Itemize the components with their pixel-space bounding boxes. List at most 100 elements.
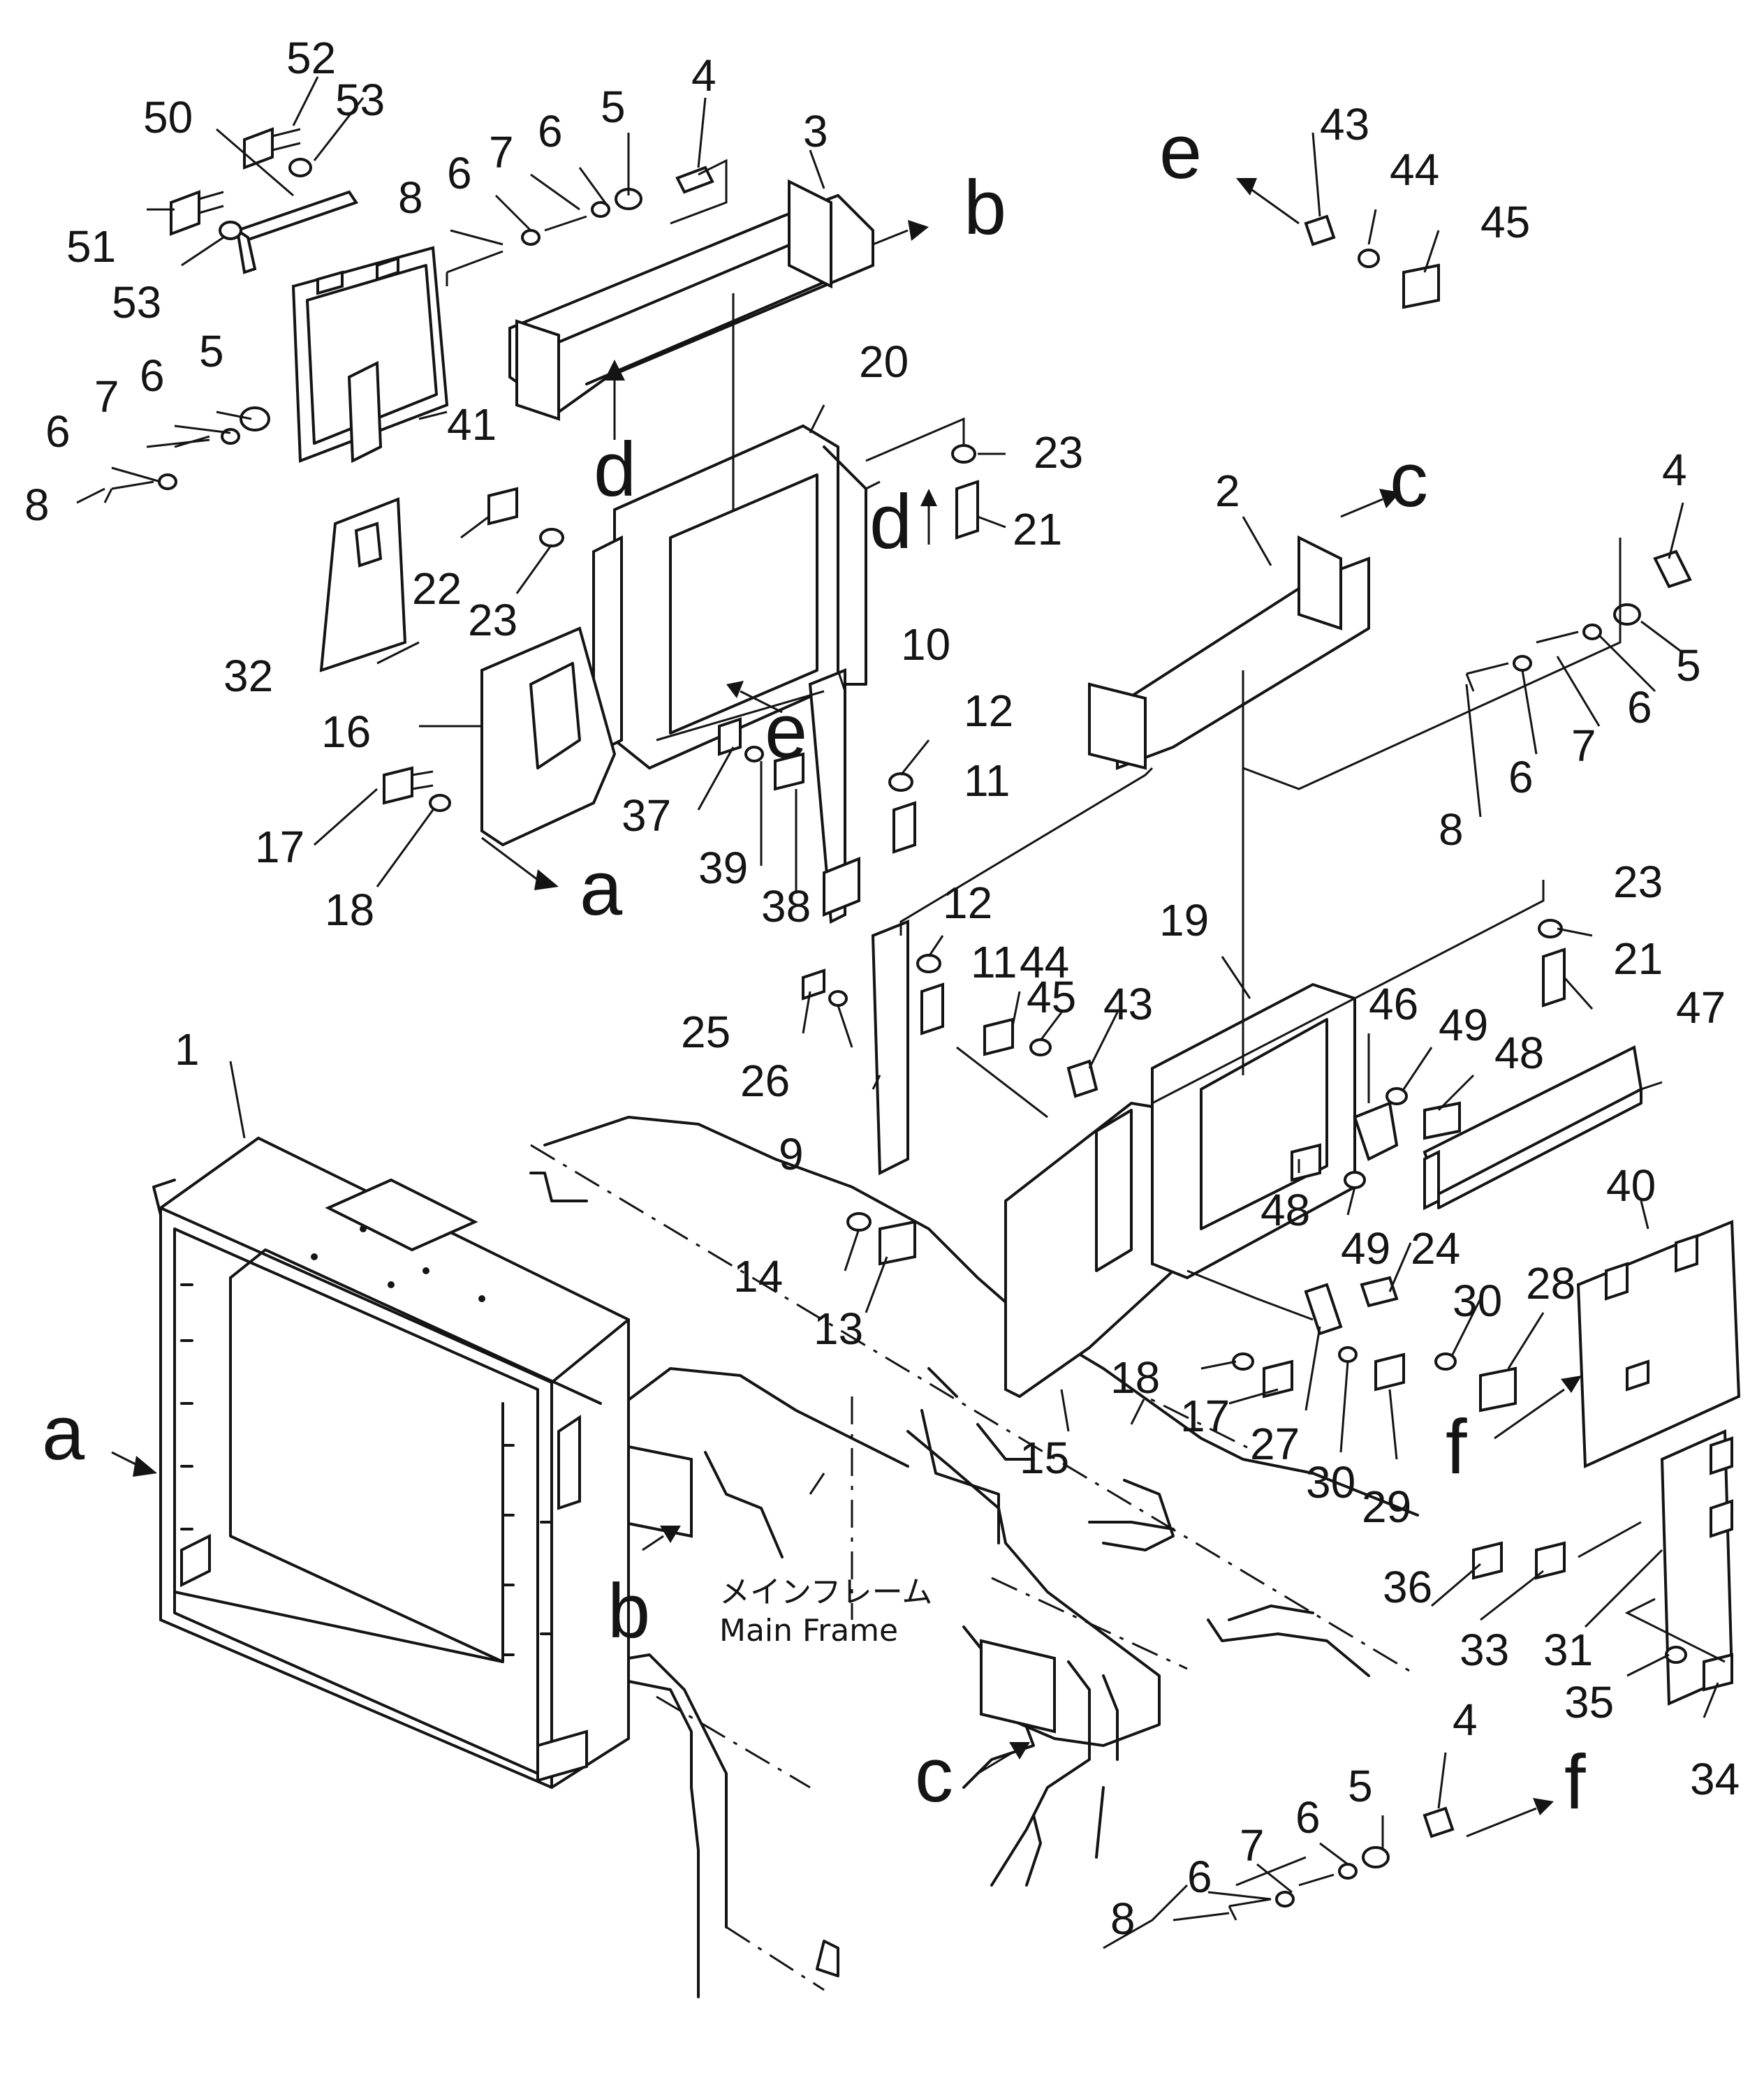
callout-34: 34 <box>1690 1754 1740 1804</box>
callout-48: 48 <box>1260 1185 1310 1235</box>
ref-letter-d: d <box>869 479 912 565</box>
ref-letter-c: c <box>915 1732 953 1818</box>
callout-28: 28 <box>1526 1258 1575 1308</box>
callout-20: 20 <box>859 337 909 387</box>
callout-6: 6 <box>1187 1852 1212 1902</box>
ref-letter-e: e <box>1159 109 1202 195</box>
callout-44: 44 <box>1020 937 1069 987</box>
callout-16: 16 <box>321 707 371 757</box>
callout-18: 18 <box>325 885 374 935</box>
part-41-door <box>291 246 449 464</box>
callout-8: 8 <box>1439 804 1464 855</box>
callout-38: 38 <box>761 881 811 931</box>
callout-48: 48 <box>1494 1028 1544 1078</box>
callout-46: 46 <box>1369 979 1418 1029</box>
callout-6: 6 <box>1295 1792 1321 1843</box>
callout-6: 6 <box>447 148 472 198</box>
callout-11: 11 <box>971 937 1017 987</box>
callout-30: 30 <box>1306 1457 1355 1507</box>
callout-29: 29 <box>1362 1482 1411 1532</box>
part-50-bracket <box>235 190 359 274</box>
callout-4: 4 <box>691 50 716 101</box>
callout-47: 47 <box>1676 982 1726 1033</box>
callout-6: 6 <box>538 106 563 156</box>
ref-letter-d: d <box>594 427 636 512</box>
callout-4: 4 <box>1662 445 1687 495</box>
ref-letter-f: f <box>1446 1404 1467 1490</box>
callout-36: 36 <box>1383 1562 1432 1612</box>
leader-lines <box>76 76 1726 1949</box>
callout-21: 21 <box>1013 504 1062 554</box>
part-2-beam <box>1088 535 1370 770</box>
callout-24: 24 <box>1411 1223 1460 1274</box>
fasteners <box>103 127 1733 1921</box>
part-31-side-plate <box>1660 1429 1734 1706</box>
callout-12: 12 <box>943 878 992 928</box>
callout-23: 23 <box>468 595 517 645</box>
callout-37: 37 <box>622 790 671 841</box>
part-9-bracket <box>871 920 909 1176</box>
callout-8: 8 <box>1110 1894 1135 1944</box>
callout-15: 15 <box>1020 1433 1069 1483</box>
callout-5: 5 <box>1676 640 1701 691</box>
callout-53: 53 <box>112 277 161 327</box>
main-frame <box>529 1116 1419 1998</box>
callout-23: 23 <box>1034 427 1083 478</box>
callout-17: 17 <box>255 822 304 872</box>
main-frame-label-english: Main Frame <box>719 1613 898 1648</box>
callout-45: 45 <box>1480 197 1530 247</box>
callout-21: 21 <box>1613 934 1663 984</box>
callout-7: 7 <box>1240 1820 1265 1871</box>
part-10-bracket <box>808 668 860 924</box>
ref-letter-f: f <box>1564 1739 1586 1825</box>
callout-35: 35 <box>1564 1677 1614 1727</box>
main-frame-label-japanese: メインフレーム <box>719 1574 932 1610</box>
reference-arrows <box>111 178 1582 1838</box>
callout-32: 32 <box>223 651 273 701</box>
callout-33: 33 <box>1460 1625 1509 1675</box>
callout-numbers: 52 53 50 51 53 8 6 7 6 5 4 3 5 6 7 6 8 4… <box>24 33 1740 1944</box>
part-15-side-plate <box>1004 1101 1175 1399</box>
callout-43: 43 <box>1320 99 1369 149</box>
callout-9: 9 <box>779 1129 804 1179</box>
callout-7: 7 <box>94 371 119 422</box>
reference-letters: b e d d c e a a f b c f <box>42 109 1586 1825</box>
callout-50: 50 <box>143 92 193 142</box>
callout-1: 1 <box>175 1024 200 1075</box>
callout-19: 19 <box>1159 895 1209 945</box>
callout-17: 17 <box>1180 1391 1230 1441</box>
part-3-beam <box>508 179 874 421</box>
callout-6: 6 <box>1508 752 1534 802</box>
callout-8: 8 <box>24 480 50 530</box>
ref-letter-a: a <box>42 1390 85 1476</box>
callout-51: 51 <box>66 221 116 272</box>
callout-44: 44 <box>1390 145 1439 195</box>
callout-6: 6 <box>140 351 165 401</box>
callout-31: 31 <box>1543 1625 1593 1675</box>
part-1-radiator-guard <box>152 1136 630 1790</box>
callout-25: 25 <box>681 1007 730 1057</box>
part-20-panel <box>592 424 867 770</box>
callout-45: 45 <box>1027 972 1076 1022</box>
callout-14: 14 <box>733 1251 783 1301</box>
callout-5: 5 <box>601 82 626 132</box>
callout-40: 40 <box>1606 1160 1656 1211</box>
callout-13: 13 <box>814 1304 863 1354</box>
callout-39: 39 <box>698 843 748 893</box>
ref-letter-e: e <box>765 688 807 774</box>
part-19-upper-frame <box>1151 982 1356 1280</box>
callout-3: 3 <box>803 106 828 156</box>
callout-52: 52 <box>286 33 336 83</box>
callout-18: 18 <box>1110 1352 1160 1403</box>
ref-letter-c: c <box>1390 437 1428 523</box>
callout-7: 7 <box>1571 721 1596 771</box>
callout-2: 2 <box>1215 466 1240 516</box>
callout-5: 5 <box>199 326 224 376</box>
callout-12: 12 <box>964 686 1013 736</box>
callout-23: 23 <box>1613 857 1663 907</box>
callout-11: 11 <box>964 755 1010 806</box>
ref-letter-a: a <box>580 846 623 931</box>
callout-6: 6 <box>45 406 71 457</box>
callout-49: 49 <box>1341 1223 1390 1274</box>
